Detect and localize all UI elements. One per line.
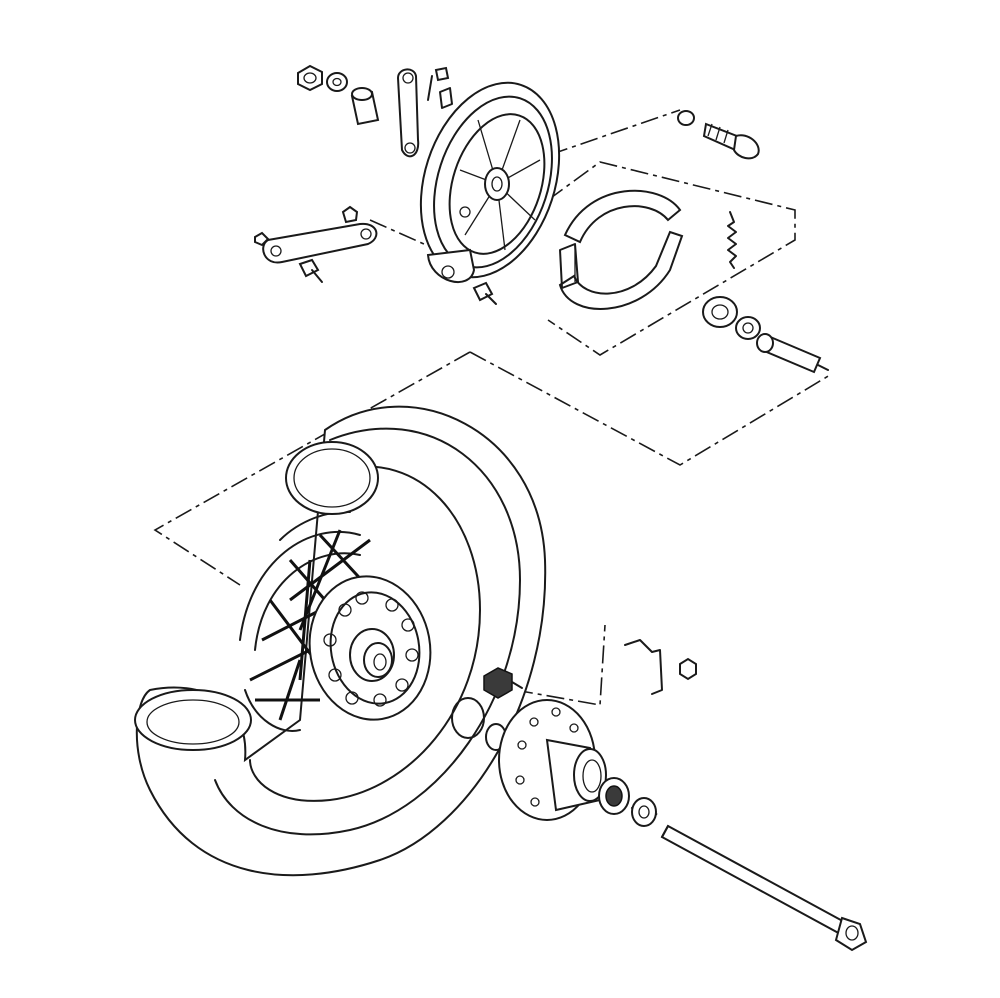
brake-cam — [702, 122, 760, 160]
nut-top-left — [297, 64, 323, 92]
brake-panel — [419, 81, 561, 283]
brake-spring — [727, 211, 737, 269]
brake-shoes — [558, 189, 684, 310]
upper-bearing — [702, 296, 738, 328]
driven-flange — [498, 699, 607, 821]
washer-top-left — [326, 72, 348, 92]
panel-bolt — [472, 281, 497, 305]
lock-washer — [624, 639, 663, 695]
collar — [350, 87, 380, 126]
axle-nut — [679, 657, 697, 681]
bearing — [598, 777, 630, 815]
wheel-rim — [239, 530, 361, 732]
cam-lever — [396, 68, 420, 158]
upper-seal — [735, 316, 761, 340]
spacer-tube — [756, 333, 829, 374]
washer — [631, 797, 657, 827]
indicator-plate — [439, 87, 453, 109]
lever-bolt — [427, 66, 450, 101]
hub — [308, 575, 432, 721]
highlighted-part — [483, 667, 523, 699]
o-ring — [451, 697, 485, 739]
torque-link-bolt — [298, 258, 323, 283]
axle — [660, 824, 868, 952]
torque-link — [254, 205, 378, 264]
cam-washer — [677, 110, 695, 126]
